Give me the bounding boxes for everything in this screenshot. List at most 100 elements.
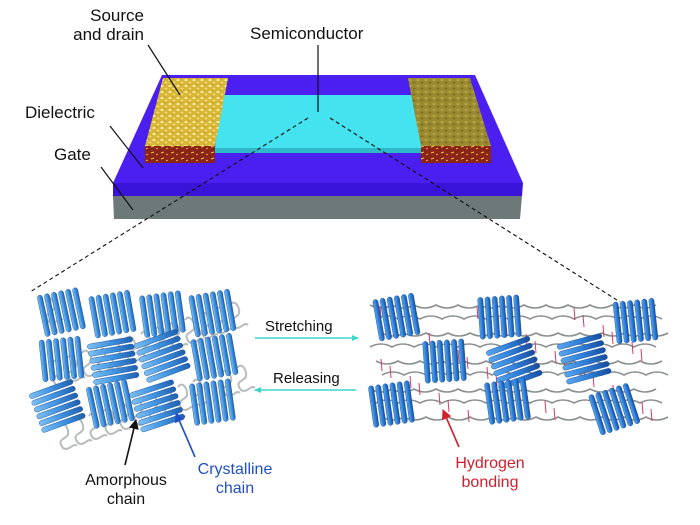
crystal-rod [505, 379, 517, 422]
crystal-rod [90, 357, 137, 371]
crystal-rod [375, 384, 387, 427]
crystal-rod [174, 290, 186, 333]
hydrogen-bond [438, 392, 441, 406]
semiconductor-layer [215, 95, 422, 148]
crystal-rod [458, 338, 467, 381]
crystal-rod [34, 392, 79, 413]
crystal-rod [403, 380, 415, 423]
gate-label: Gate [54, 145, 91, 164]
crystalline-domain [422, 338, 467, 384]
crystalline-label-line2: chain [215, 480, 255, 497]
crystal-rod [612, 301, 623, 345]
crystal-rod [595, 392, 613, 433]
drain-electrode-side [421, 146, 491, 163]
crystal-rod [211, 335, 224, 378]
crystal-rod [114, 381, 128, 423]
crystal-rod [196, 382, 208, 425]
crystal-rod [562, 354, 608, 371]
crystal-rod [204, 336, 217, 379]
crystal-rod [133, 393, 179, 412]
crystal-rod [226, 333, 239, 375]
crystal-rod [627, 300, 637, 343]
crystal-rod [393, 295, 406, 338]
hydrogen-bond [476, 306, 479, 320]
crystal-rod [389, 382, 401, 425]
crystal-rod [102, 293, 115, 336]
zoom-line-left [29, 117, 309, 293]
crystal-rod [38, 406, 83, 426]
crystal-rod [588, 394, 606, 436]
hydrogen-label-line2: bonding [461, 474, 519, 491]
hydrogen-label-line1: Hydrogen [455, 455, 525, 472]
crystalline-domain [37, 287, 86, 337]
semiconductor-label: Semiconductor [250, 24, 364, 43]
crystal-rod [558, 340, 604, 357]
releasing-label: Releasing [273, 370, 340, 387]
amorphous-chain-label: Amorphous chain [76, 471, 176, 509]
hydrogen-bond [379, 305, 382, 319]
hydrogen-bond [544, 400, 547, 414]
stretched-chain [369, 304, 657, 309]
crystal-rod [616, 385, 634, 427]
crystal-rod [134, 329, 179, 349]
crystal-rod [484, 296, 493, 339]
source-drain-label-line2: and drain [73, 25, 144, 44]
amorphous-chain-segment [73, 417, 93, 445]
crystal-rod [117, 291, 130, 334]
crystal-rod [37, 295, 51, 337]
crystal-rod [189, 383, 201, 426]
crystal-rod [429, 340, 438, 383]
crystal-rod [513, 294, 522, 337]
crystalline-domain [188, 289, 237, 338]
crystal-rod [519, 377, 531, 420]
crystal-rod [109, 292, 122, 335]
crystal-rod [136, 335, 181, 356]
crystal-rod [512, 378, 524, 421]
hydrogen-bond [534, 340, 537, 354]
crystal-rod [408, 293, 421, 335]
source-electrode-side [145, 146, 215, 163]
crystalline-domain [477, 294, 522, 340]
crystal-rod [88, 343, 135, 357]
crystal-rod [224, 289, 237, 331]
crystal-rod [93, 372, 140, 385]
stretching-label: Stretching [265, 318, 333, 335]
crystal-rod [146, 363, 191, 383]
crystal-rod [224, 378, 236, 421]
crystalline-domain [612, 298, 659, 345]
crystalline-domain [86, 379, 135, 429]
crystal-rod [219, 334, 232, 377]
crystalline-domain [190, 333, 239, 382]
crystal-rod [609, 387, 627, 429]
crystal-rod [86, 387, 100, 429]
crystalline-domain [557, 333, 612, 385]
crystal-rod [451, 339, 460, 382]
drain-electrode [408, 78, 491, 146]
crystal-rod [140, 413, 185, 433]
crystal-rod [67, 336, 77, 380]
crystal-rod [488, 342, 533, 363]
hydrogen-bond [650, 408, 653, 422]
crystalline-label-line1: Crystalline [197, 461, 273, 478]
hydrogen-bond [641, 401, 644, 415]
leader-lines [100, 44, 319, 211]
crystal-rod [100, 384, 114, 426]
dielectric-leader [109, 125, 144, 169]
crystalline-domain [129, 379, 185, 433]
crystal-rod [560, 347, 606, 364]
hydrogen-bond [602, 324, 605, 338]
hydrogen-bond [418, 382, 421, 396]
hydrogen-bond [467, 409, 470, 423]
crystalline-domain [134, 329, 191, 383]
crystal-rod [38, 339, 49, 383]
crystal-rod [210, 380, 222, 423]
crystal-rod [139, 342, 184, 363]
crystalline-domains-stretched [368, 293, 659, 436]
crystal-rod [379, 298, 392, 340]
amorphous-chain-segment [58, 422, 78, 450]
crystal-rod [29, 379, 74, 399]
dielectric-label: Dielectric [25, 103, 95, 122]
gate-leader [100, 166, 134, 211]
crystal-rod [372, 299, 385, 342]
